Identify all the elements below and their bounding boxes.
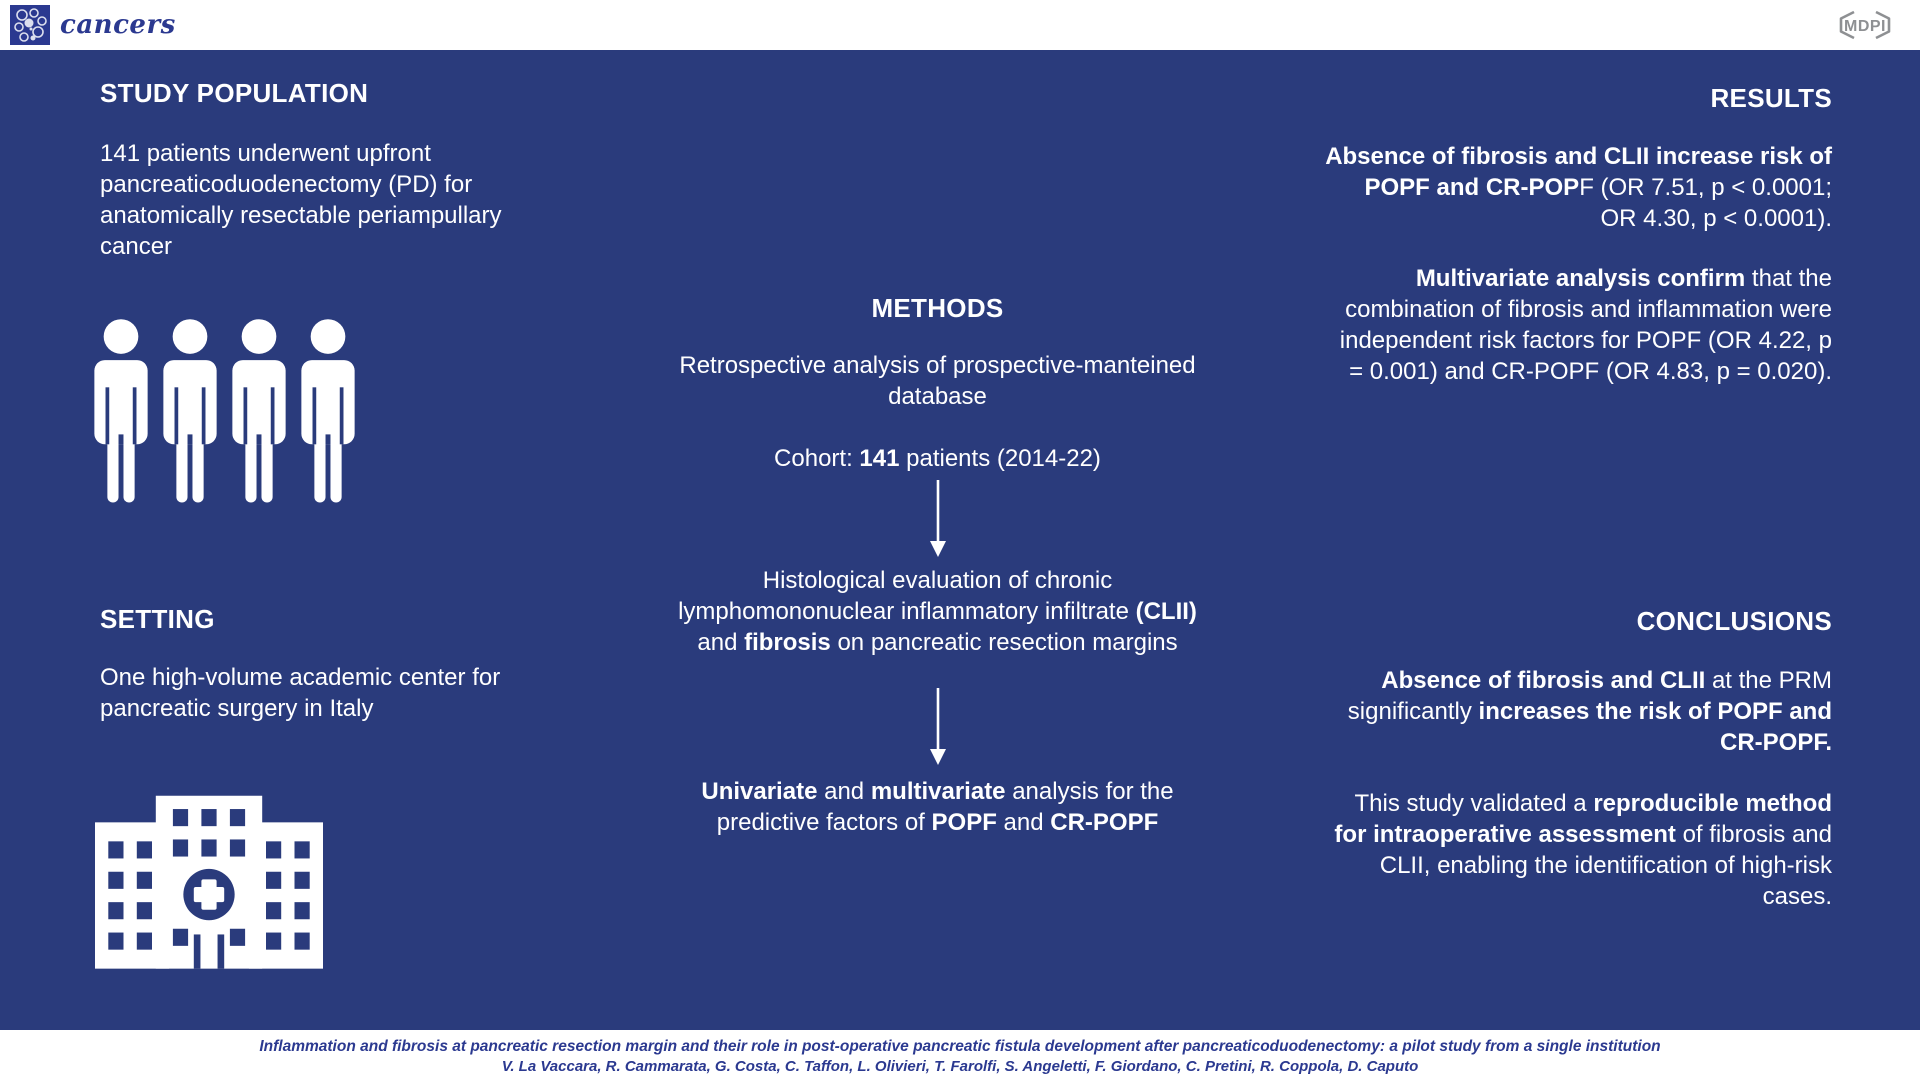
cancers-journal-logo-icon [10, 5, 50, 45]
text-segment: (CLII) [1135, 598, 1197, 625]
study-population-heading: STUDY POPULATION [100, 78, 369, 108]
text-segment: that the combination of fibrosis and inf… [1339, 265, 1832, 385]
abstract-panel: STUDY POPULATION 141 patients underwent … [0, 50, 1920, 1030]
conclusions-heading: CONCLUSIONS [1636, 606, 1832, 636]
text-segment: and [817, 778, 871, 805]
methods-step-histology: Histological evaluation of chronic lymph… [665, 565, 1210, 658]
text-segment: patients (2014-22) [899, 445, 1101, 472]
text-segment: POPF [931, 809, 997, 836]
text-segment: Multivariate analysis confirm [1415, 265, 1746, 292]
text-segment: Absence of fibrosis and CLII increase ri… [1325, 143, 1832, 201]
setting-heading: SETTING [100, 604, 215, 634]
setting-text: One high-volume academic center for panc… [100, 664, 501, 722]
text-segment: 141 [859, 445, 900, 472]
text-segment: and [996, 809, 1051, 836]
methods-heading: METHODS [871, 293, 1004, 323]
text-segment: F (OR 7.51, p < 0.0001; OR 4.30, p < 0.0… [1579, 174, 1832, 232]
conclusions-paragraph-1: Absence of fibrosis and CLII at the PRM … [1325, 665, 1832, 758]
text-segment: multivariate [870, 778, 1006, 805]
methods-step-cohort: Cohort: 141 patients (2014-22) [665, 443, 1210, 474]
text-segment: at the PRM significantly [1347, 667, 1832, 725]
flow-arrow-container [665, 688, 1210, 771]
text-segment: reproducible method for intraoperative a… [1334, 790, 1832, 848]
text-segment: Univariate [701, 778, 818, 805]
patient-icon [301, 319, 355, 503]
article-title: Inflammation and fibrosis at pancreatic … [259, 1038, 1661, 1055]
text-segment: Cohort: [774, 445, 860, 472]
down-arrow-icon [929, 480, 946, 557]
patient-icon [232, 319, 286, 503]
methods-step-analysis: Univariate and multivariate analysis for… [665, 776, 1210, 838]
patient-icon [94, 319, 148, 503]
text-segment: increases the risk of POPF and CR-POPF. [1478, 698, 1832, 756]
patient-icon [163, 319, 217, 503]
methods-step-retrospective: Retrospective analysis of prospective-ma… [679, 352, 1196, 410]
text-segment: CR-POPF [1050, 809, 1159, 836]
citation-footer: Inflammation and fibrosis at pancreatic … [0, 1030, 1920, 1080]
hospital-icon [95, 795, 323, 969]
text-segment: on pancreatic resection margins [830, 629, 1178, 656]
text-segment: of fibrosis and CLII, enabling the ident… [1379, 821, 1832, 910]
flow-arrow-container [665, 480, 1210, 563]
patients-icon-group [90, 313, 359, 505]
down-arrow-icon [929, 688, 946, 765]
conclusions-paragraph-2: This study validated a reproducible meth… [1325, 788, 1832, 912]
mdpi-logo-text: MDPI [1844, 18, 1886, 35]
journal-name: cancers [60, 10, 176, 40]
results-paragraph-2: Multivariate analysis confirm that the c… [1325, 263, 1832, 387]
text-segment: Absence of fibrosis and CLII [1381, 667, 1706, 694]
article-authors: V. La Vaccara, R. Cammarata, G. Costa, C… [501, 1058, 1419, 1075]
text-segment: fibrosis [744, 629, 831, 656]
header-bar: cancers MDPI [0, 0, 1920, 50]
journal-brand: cancers [10, 5, 176, 45]
text-segment: This study validated a [1354, 790, 1594, 817]
text-segment: Histological evaluation of chronic lymph… [678, 567, 1136, 625]
results-paragraph-1: Absence of fibrosis and CLII increase ri… [1325, 141, 1832, 234]
text-segment: and [697, 629, 745, 656]
mdpi-logo-icon: MDPI [1839, 10, 1891, 40]
text-segment: analysis for the predictive factors of [716, 778, 1174, 836]
results-heading: RESULTS [1710, 83, 1832, 113]
study-population-text: 141 patients underwent upfront pancreati… [100, 140, 502, 260]
